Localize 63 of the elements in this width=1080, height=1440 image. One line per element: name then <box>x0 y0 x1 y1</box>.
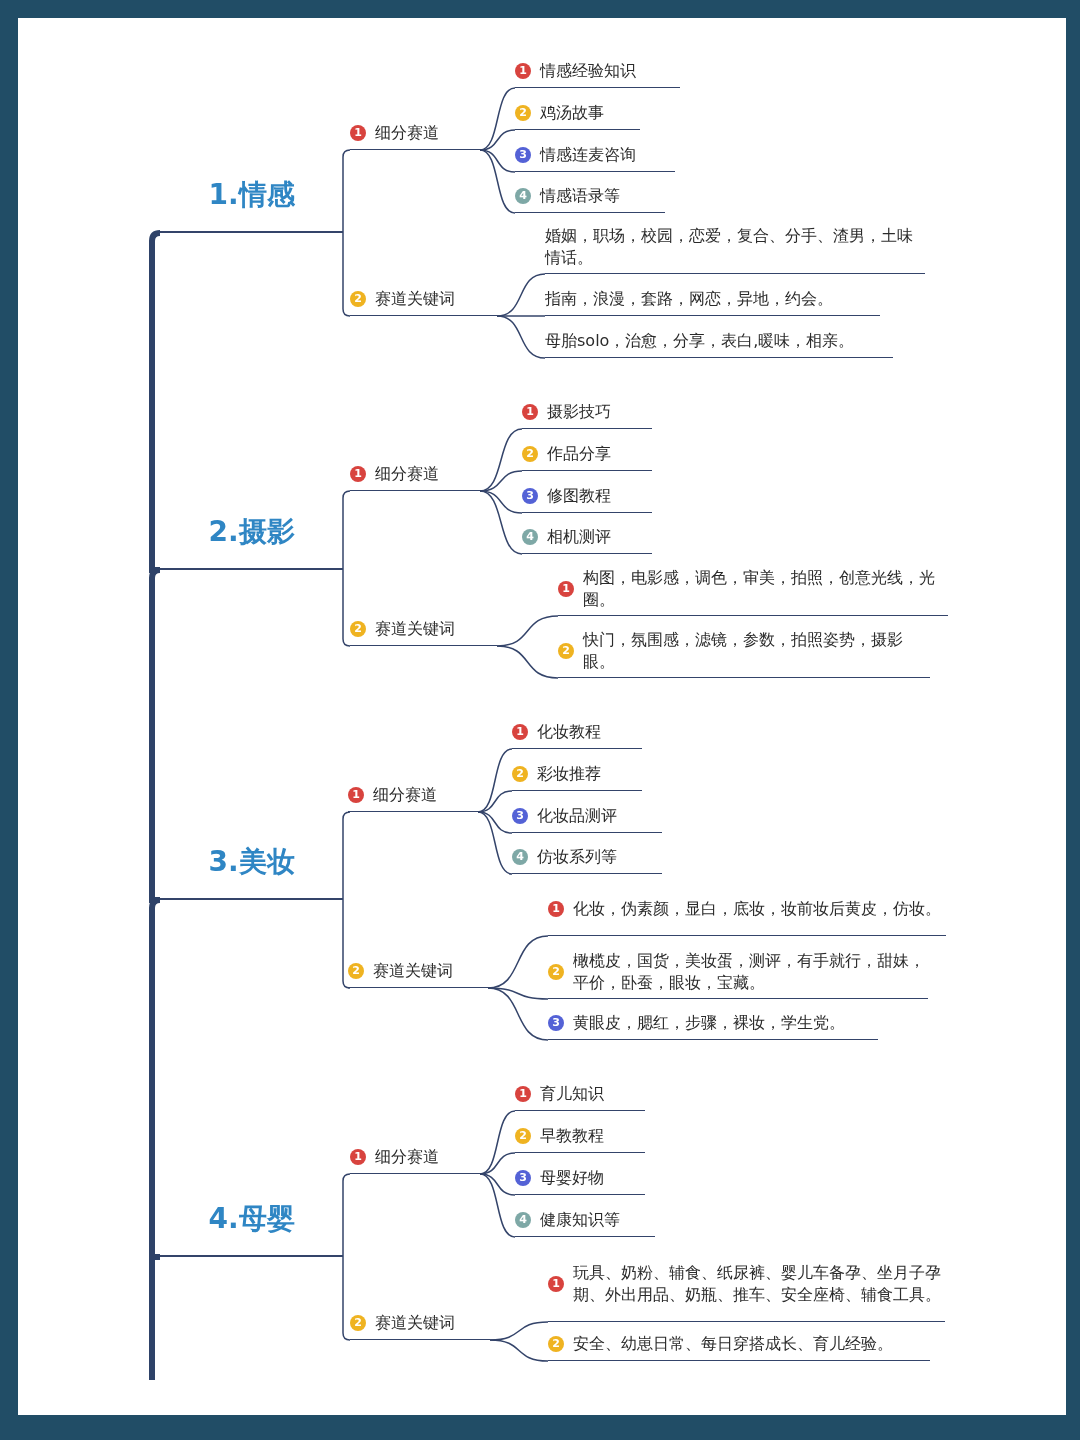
connector-line <box>342 899 351 989</box>
topic-text: 化妆品测评 <box>537 804 617 827</box>
underlined-topic <box>548 949 928 999</box>
topic-text: 作品分享 <box>547 442 611 465</box>
topic-text: 相机测评 <box>547 525 611 548</box>
trunk-line <box>149 230 163 573</box>
topic-text: 情感连麦咨询 <box>540 143 636 166</box>
connector-line <box>479 149 516 173</box>
underlined-topic <box>558 628 930 678</box>
topic-text: 玩具、奶粉、辅食、纸尿裤、婴儿车备孕、坐月子孕期、外出用品、奶瓶、推车、安全座椅、辅食工具。 <box>573 1261 942 1306</box>
heading-text: 4.母婴 <box>208 1202 295 1236</box>
connector-line <box>496 645 559 679</box>
connector-line <box>479 1173 516 1238</box>
topic-text: 情感语录等 <box>540 184 620 207</box>
topic-text: 婚姻，职场，校园，恋爱，复合、分手、渣男，土味情话。 <box>545 224 914 269</box>
connector-line <box>477 811 513 834</box>
topic-text: 赛道关键词 <box>375 617 455 640</box>
topic-text: 健康知识等 <box>540 1208 620 1231</box>
heading-text: 3.美妆 <box>208 845 295 879</box>
topic-text: 化妆，伪素颜，显白，底妆，妆前妆后黄皮，仿妆。 <box>573 897 941 920</box>
topic-text: 仿妆系列等 <box>537 845 617 868</box>
heading-text: 2.摄影 <box>208 515 295 549</box>
connector-line <box>342 811 351 901</box>
connector-line <box>342 490 351 571</box>
topic-text: 细分赛道 <box>373 783 437 806</box>
topic-text: 赛道关键词 <box>375 1311 455 1334</box>
topic-text: 母胎solo，治愈，分享，表白,暖味，相亲。 <box>545 329 855 352</box>
topic-text: 早教教程 <box>540 1124 604 1147</box>
connector-line <box>489 1339 549 1362</box>
topic-text: 构图，电影感，调色，审美，拍照，创意光线，光圈。 <box>583 566 936 611</box>
connector-line <box>342 1256 351 1341</box>
topic-text: 鸡汤故事 <box>540 101 604 124</box>
topic-text: 快门，氛围感，滤镜，参数，拍照姿势，摄影眼。 <box>583 628 904 673</box>
connector-line <box>487 987 549 1041</box>
topic-text: 细分赛道 <box>375 1145 439 1168</box>
connector-line <box>479 490 523 514</box>
connector-line <box>479 149 516 214</box>
topic-text: 细分赛道 <box>375 121 439 144</box>
topic-text: 安全、幼崽日常、每日穿搭成长、育儿经验。 <box>573 1332 893 1355</box>
connector-line <box>496 315 546 359</box>
topic-text: 摄影技巧 <box>547 400 611 423</box>
topic-text: 赛道关键词 <box>373 959 453 982</box>
topic-text: 橄榄皮，国货，美妆蛋，测评，有手就行，甜妹，平价，卧蚕，眼妆，宝藏。 <box>573 949 926 994</box>
underlined-topic <box>558 566 948 616</box>
connector-line <box>342 1173 351 1258</box>
topic-text: 化妆教程 <box>537 720 601 743</box>
topic-text: 细分赛道 <box>375 462 439 485</box>
topic-text: 赛道关键词 <box>375 287 455 310</box>
topic-text: 黄眼皮，腮红，步骤，裸妆，学生党。 <box>573 1011 845 1034</box>
connector-line <box>342 149 351 234</box>
topic-text: 情感经验知识 <box>540 59 636 82</box>
connector-line <box>479 490 523 555</box>
connector-line <box>342 569 351 647</box>
trunk-line <box>149 567 163 903</box>
heading-text: 1.情感 <box>208 178 295 212</box>
topic-text: 育儿知识 <box>540 1082 604 1105</box>
topic-text: 彩妆推荐 <box>537 762 601 785</box>
connector-line <box>477 811 513 875</box>
connector-line <box>342 232 351 317</box>
topic-text: 母婴好物 <box>540 1166 604 1189</box>
topic-text: 修图教程 <box>547 484 611 507</box>
topic-text: 指南，浪漫，套路，网恋，异地，约会。 <box>545 287 833 310</box>
connector-line <box>479 1173 516 1196</box>
